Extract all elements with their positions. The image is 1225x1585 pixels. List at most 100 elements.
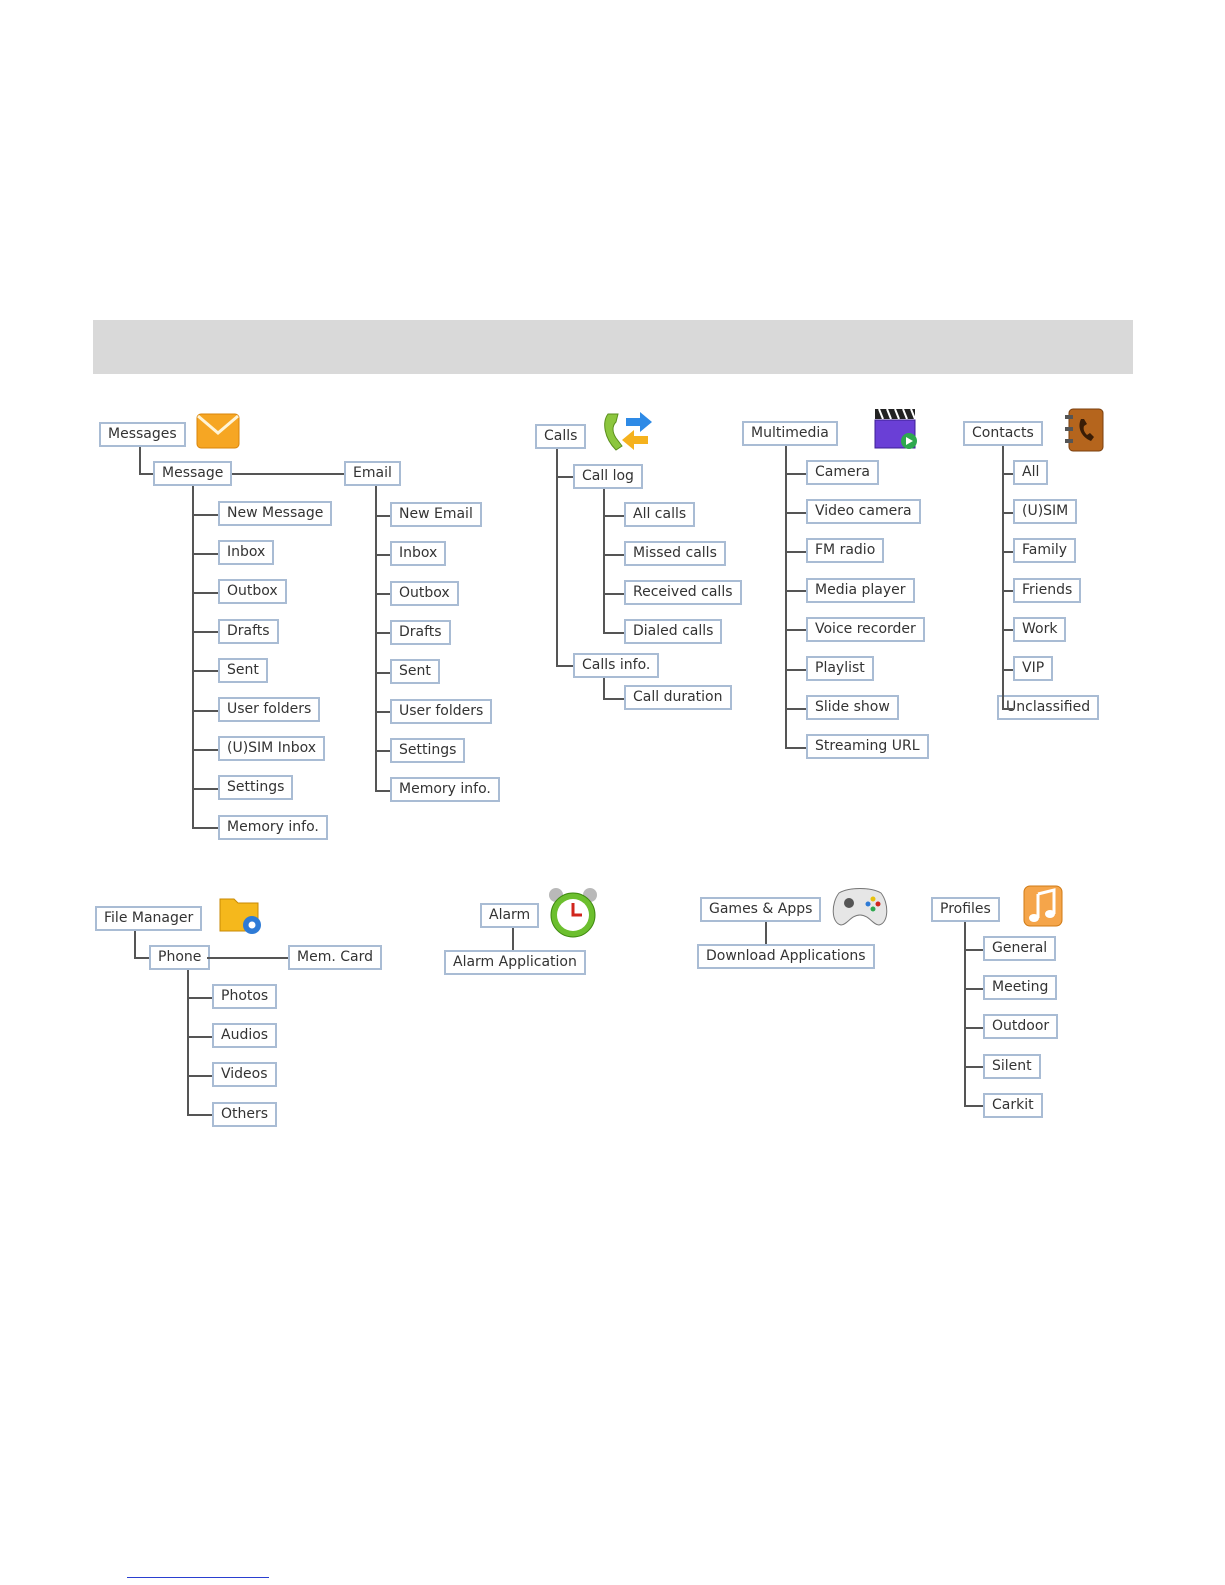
node-call-log-item: Dialed calls [624, 619, 723, 644]
node-calls-info: Calls info. [573, 653, 660, 678]
connector-line [192, 592, 218, 594]
connector-line [1002, 551, 1013, 553]
node-email-item: User folders [390, 698, 493, 724]
connector-line [192, 514, 218, 516]
connector-line [134, 931, 136, 958]
connector-line [964, 1027, 983, 1029]
node-messages: Messages [99, 422, 186, 447]
node-email-item: Settings [390, 737, 466, 763]
connector-line [375, 554, 390, 556]
node-call-log: Call log [573, 464, 643, 489]
connector-line [785, 590, 806, 592]
node-contacts-item: Friends [1013, 577, 1082, 603]
node-call-log-item: All calls [624, 502, 696, 527]
connector-line [134, 957, 149, 959]
node-email: Email [344, 461, 401, 486]
node-phone-item: Videos [212, 1062, 277, 1088]
node-message-item: Sent [218, 657, 268, 683]
connector-line [603, 678, 605, 699]
connector-line [375, 711, 390, 713]
node-alarm-application: Alarm Application [444, 950, 586, 975]
node-message-item: Outbox [218, 579, 287, 605]
node-message-item: User folders [218, 697, 321, 722]
connector-line [1002, 473, 1013, 475]
node-multimedia-item: Streaming URL [806, 734, 929, 760]
connector-line [785, 551, 806, 553]
node-contacts-item: All [1013, 460, 1049, 485]
connector-line [603, 632, 624, 634]
phone-arrows-icon [600, 408, 654, 458]
connector-line [603, 489, 605, 633]
node-phone-item: Audios [212, 1023, 278, 1049]
node-message-item: (U)SIM Inbox [218, 736, 326, 762]
connector-line [512, 928, 514, 950]
connector-line [187, 1036, 212, 1038]
node-alarm: Alarm [480, 903, 540, 928]
node-profiles-item: General [983, 936, 1057, 961]
connector-line [375, 593, 390, 595]
connector-line [785, 669, 806, 671]
connector-line [603, 593, 624, 595]
connector-line [187, 997, 212, 999]
node-email-item: Sent [390, 659, 440, 685]
node-multimedia-item: Media player [806, 577, 915, 603]
connector-line [785, 629, 806, 631]
node-multimedia: Multimedia [742, 421, 838, 446]
connector-line [1002, 629, 1013, 631]
connector-line [964, 988, 983, 990]
node-message-item: Inbox [218, 540, 275, 566]
connector-line [1002, 590, 1013, 592]
connector-line [187, 1075, 212, 1077]
connector-line [556, 665, 573, 667]
node-email-item: Drafts [390, 619, 451, 645]
node-contacts-item: Unclassified [997, 695, 1100, 721]
node-multimedia-item: Video camera [806, 499, 921, 525]
node-email-item: Outbox [390, 580, 459, 606]
connector-line [603, 515, 624, 517]
connector-line [785, 473, 806, 475]
connector-line [964, 949, 983, 951]
node-phone-item: Others [212, 1101, 278, 1127]
node-message-item: Memory info. [218, 814, 328, 840]
node-contacts: Contacts [963, 421, 1043, 446]
connector-line [1002, 708, 1013, 710]
node-email-item: Memory info. [390, 777, 500, 803]
node-multimedia-item: Playlist [806, 656, 874, 681]
node-contacts-item: Work [1013, 616, 1067, 642]
connector-line [964, 1066, 983, 1068]
envelope-icon [196, 413, 240, 453]
node-call-log-item: Received calls [624, 580, 742, 605]
connector-line [1002, 512, 1013, 514]
clapperboard-icon [873, 407, 919, 455]
connector-line [192, 788, 218, 790]
connector-line [192, 827, 218, 829]
connector-line [139, 473, 153, 475]
connector-line [375, 632, 390, 634]
gamepad-icon [831, 883, 889, 933]
connector-line [375, 790, 390, 792]
node-file-manager: File Manager [95, 906, 203, 931]
node-message-item: Drafts [218, 618, 279, 644]
footer-link-underline [127, 1577, 269, 1578]
node-multimedia-item: FM radio [806, 538, 885, 564]
node-profiles-item: Carkit [983, 1092, 1043, 1118]
connector-line [603, 554, 624, 556]
connector-line [556, 449, 558, 666]
node-phone-item: Photos [212, 984, 278, 1009]
node-profiles-item: Silent [983, 1053, 1041, 1079]
connector-line [192, 710, 218, 712]
connector-line [207, 957, 288, 959]
node-call-duration: Call duration [624, 685, 732, 710]
connector-line [192, 749, 218, 751]
connector-line [603, 698, 624, 700]
node-message-item: Settings [218, 775, 294, 801]
music-note-icon [1022, 884, 1066, 934]
node-profiles-item: Meeting [983, 975, 1058, 1001]
connector-line [964, 1105, 983, 1107]
connector-line [375, 672, 390, 674]
node-contacts-item: VIP [1013, 656, 1054, 681]
node-phone: Phone [149, 945, 211, 970]
address-book-icon [1063, 407, 1105, 457]
connector-line [192, 553, 218, 555]
node-multimedia-item: Camera [806, 460, 879, 485]
